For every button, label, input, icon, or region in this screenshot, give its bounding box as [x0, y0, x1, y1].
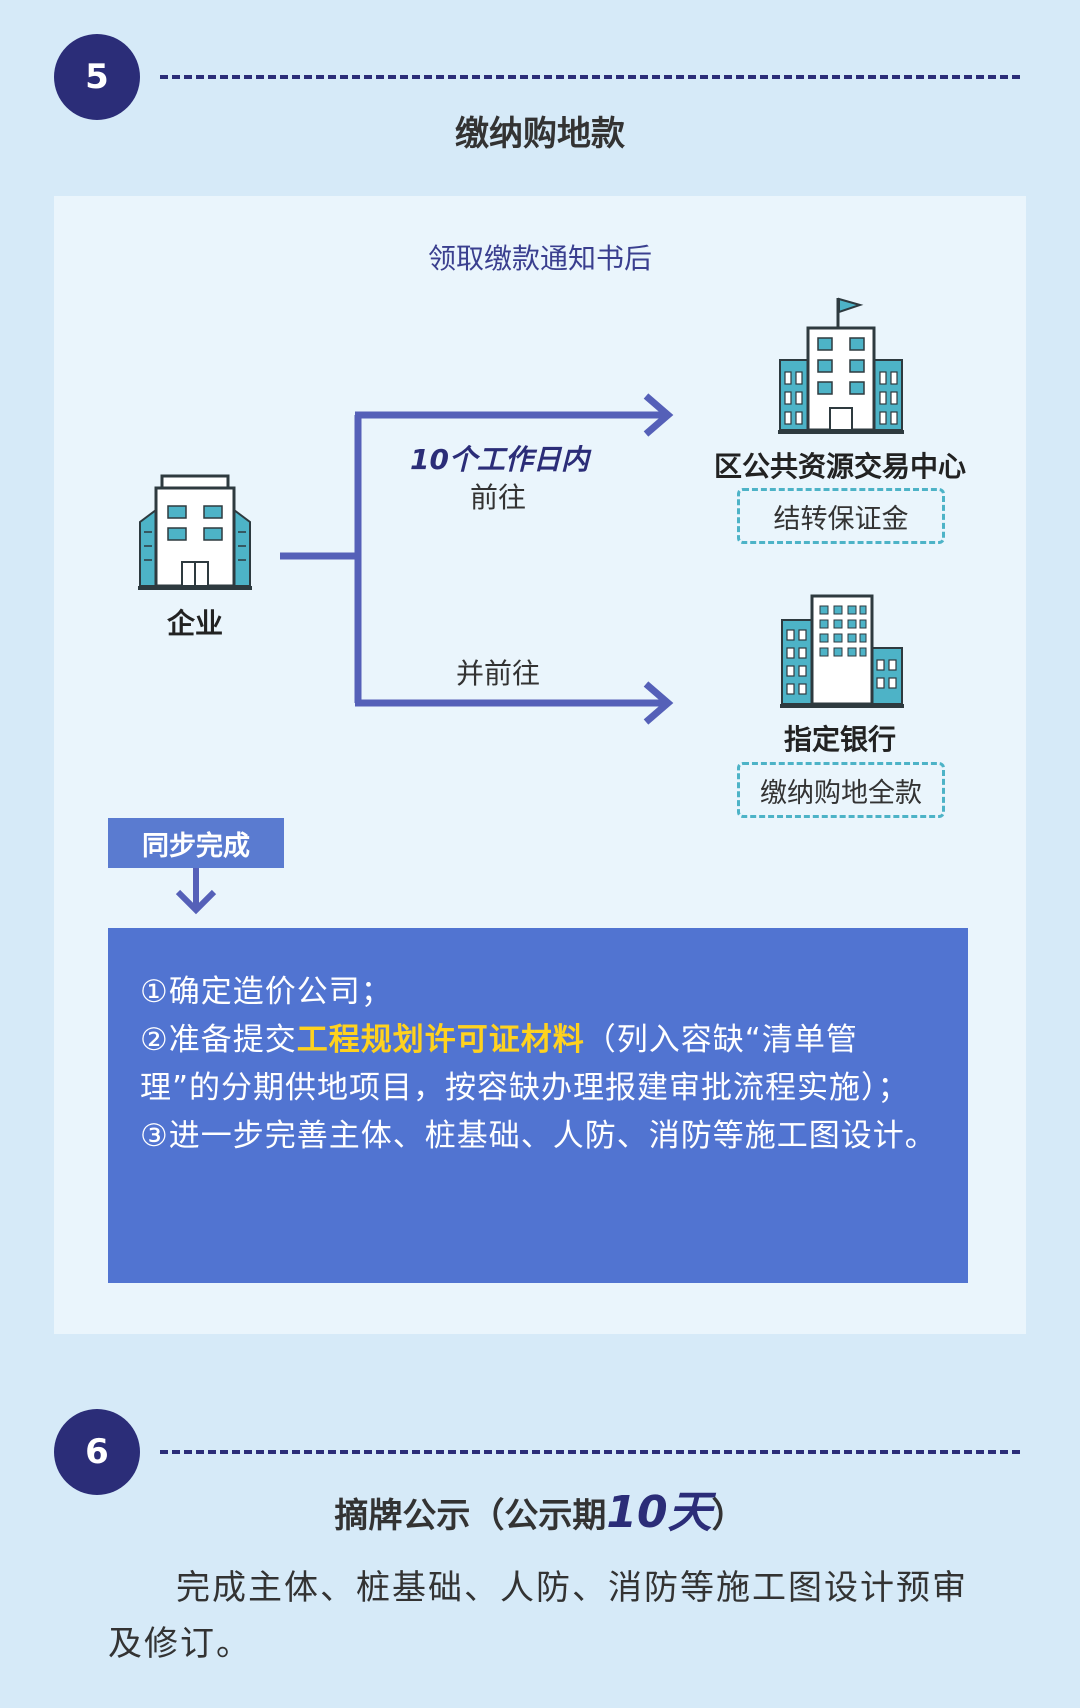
- route-verb-bottom: 并前往: [456, 657, 541, 690]
- step-badge-6: 6: [54, 1409, 140, 1495]
- title-number: 10天: [606, 1487, 712, 1538]
- bank-building-icon: [780, 594, 904, 708]
- destination-action-1: 结转保证金: [737, 488, 945, 544]
- destination-name-2: 指定银行: [783, 723, 896, 756]
- title-suffix: ）: [711, 1496, 746, 1536]
- section-title: 摘牌公示（公示期10天）: [0, 1476, 1080, 1540]
- sync-item-2-highlight: 工程规划许可证材料: [296, 1022, 585, 1058]
- deadline-label: 10个工作日内: [410, 443, 589, 476]
- flow-arrows: [280, 393, 674, 725]
- divider-dashed: [160, 1450, 1020, 1454]
- down-arrow-icon: [175, 868, 217, 915]
- section-title: 缴纳购地款: [455, 114, 625, 154]
- route-verb-top: 前往: [470, 481, 527, 514]
- destination-name-1: 区公共资源交易中心: [713, 450, 966, 483]
- sync-item-2-suffix: （列入容缺“清单管理”的分期供地项目，按容缺办理报建审批流程实施）；: [140, 1022, 910, 1106]
- sync-items-box: ①确定造价公司； ②准备提交工程规划许可证材料（列入容缺“清单管理”的分期供地项…: [108, 928, 968, 1283]
- destination-action-2: 缴纳购地全款: [737, 762, 945, 818]
- section6-text: 完成主体、桩基础、人防、消防等施工图设计预审及修订。: [108, 1568, 968, 1664]
- step-number: 5: [85, 57, 109, 97]
- caption: 领取缴款通知书后: [427, 242, 652, 275]
- sync-item-2-prefix: ②准备提交: [140, 1022, 297, 1058]
- enterprise-label: 企业: [166, 607, 223, 640]
- title-prefix: 摘牌公示（公示期: [334, 1496, 607, 1536]
- government-building-icon: [778, 297, 904, 434]
- step-badge-5: 5: [54, 34, 140, 120]
- step-number: 6: [85, 1432, 109, 1472]
- sync-tag: 同步完成: [108, 818, 284, 868]
- sync-item-1: ①确定造价公司；: [140, 974, 393, 1010]
- sync-item-3: ③进一步完善主体、桩基础、人防、消防等施工图设计。: [140, 1118, 937, 1154]
- sync-item-2: ②准备提交工程规划许可证材料（列入容缺“清单管理”的分期供地项目，按容缺办理报建…: [140, 1016, 938, 1112]
- divider-dashed: [160, 75, 1020, 79]
- enterprise-building-icon: [138, 474, 252, 590]
